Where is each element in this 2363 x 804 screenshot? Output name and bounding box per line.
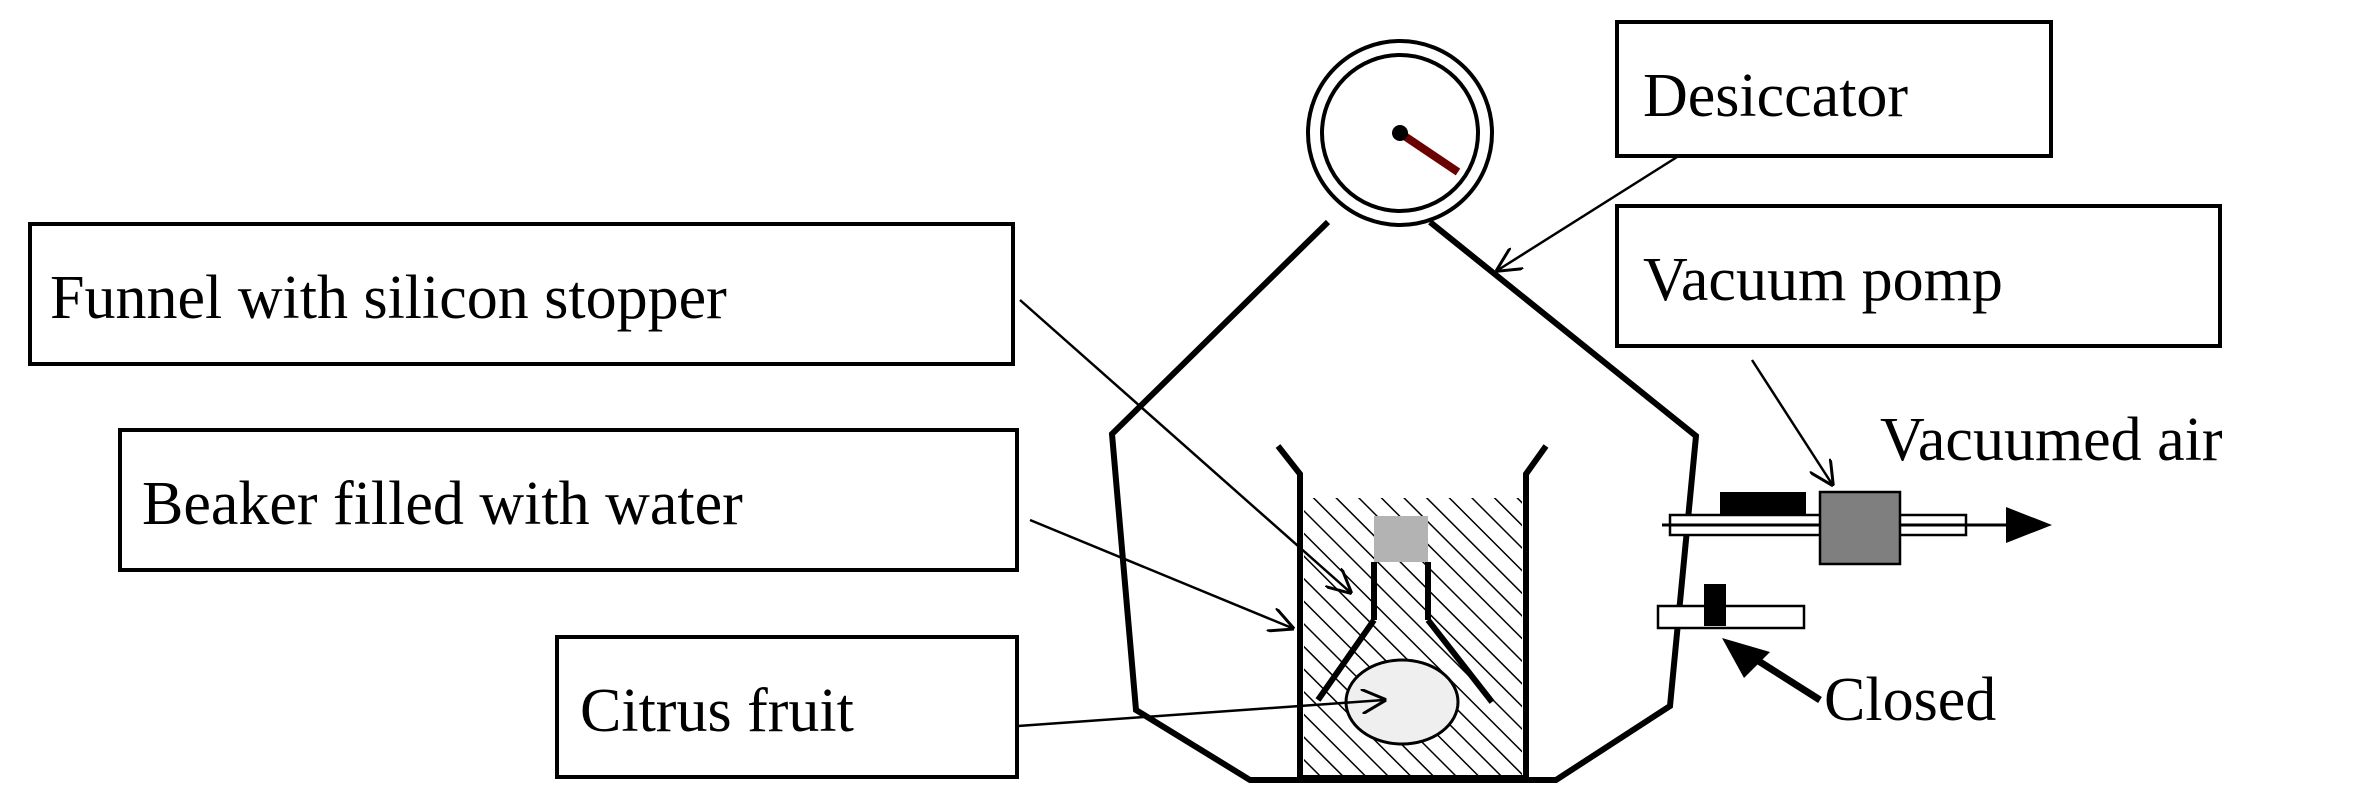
vacuumed-air-label: Vacuumed air — [1880, 406, 2223, 474]
svg-text:Desiccator: Desiccator — [1643, 62, 1908, 130]
svg-text:Beaker filled with water: Beaker filled with water — [142, 470, 743, 538]
vacuum-pump-label: Vacuum pomp — [1615, 204, 2222, 348]
pressure-gauge-icon — [1306, 39, 1494, 227]
desiccator-label: Desiccator — [1615, 20, 2053, 158]
funnel — [1315, 516, 1495, 704]
funnel-label: Funnel with silicon stopper — [28, 222, 1015, 366]
svg-text:Citrus fruit: Citrus fruit — [580, 677, 854, 745]
beaker-label: Beaker filled with water — [118, 428, 1019, 572]
svg-text:Vacuum pomp: Vacuum pomp — [1643, 246, 2003, 314]
leader-lines — [1017, 150, 1832, 728]
closed-label: Closed — [1824, 666, 1996, 734]
svg-text:Funnel with silicon stopper: Funnel with silicon stopper — [50, 264, 727, 332]
citrus-label: Citrus fruit — [555, 635, 1019, 779]
vacuum-line — [1662, 490, 2052, 566]
valve-closed-icon — [1656, 584, 1806, 630]
